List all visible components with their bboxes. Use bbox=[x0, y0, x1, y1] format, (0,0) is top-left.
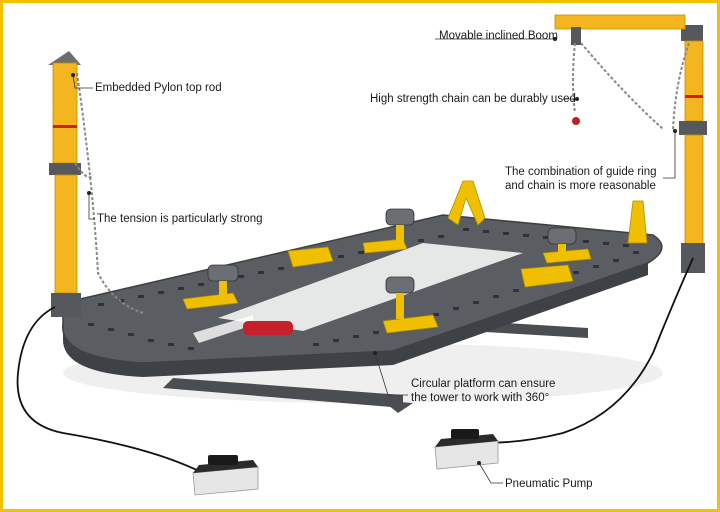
leader-lines bbox=[71, 37, 677, 484]
boom-arm bbox=[554, 14, 686, 45]
base-foot bbox=[383, 401, 413, 413]
hose-left bbox=[16, 306, 204, 474]
label-embedded-pylon: Embedded Pylon top rod bbox=[95, 82, 222, 94]
clamp-pad-right bbox=[520, 264, 574, 288]
label-guide-ring-line2: and chain is more reasonable bbox=[505, 180, 656, 192]
hydraulic-ram bbox=[243, 321, 293, 335]
base-leg-front bbox=[163, 378, 403, 408]
chain-hook bbox=[572, 117, 580, 125]
clamp-heads bbox=[207, 208, 577, 294]
chains bbox=[74, 42, 690, 314]
label-circular-platform-line2: the tower to work with 360° bbox=[411, 392, 550, 404]
platform-cutout-center bbox=[218, 243, 523, 331]
label-circular-platform-line1: Circular platform can ensure bbox=[411, 378, 556, 390]
clamp-pad-left bbox=[287, 246, 334, 268]
label-high-strength-chain: High strength chain can be durably used bbox=[370, 93, 576, 105]
frame-machine-drawing bbox=[16, 14, 707, 496]
clamp-base-3 bbox=[382, 314, 439, 334]
yellow-clamps bbox=[182, 180, 648, 334]
label-guide-ring: The combination of guide ring and chain … bbox=[505, 165, 675, 193]
label-tension: The tension is particularly strong bbox=[97, 213, 263, 225]
clamp-base-2 bbox=[362, 238, 408, 254]
right-tower bbox=[679, 25, 707, 273]
label-circular-platform: Circular platform can ensure the tower t… bbox=[411, 377, 571, 405]
clamp-posts bbox=[219, 225, 566, 319]
left-tower bbox=[48, 51, 81, 317]
platform-edge bbox=[62, 263, 648, 377]
pneumatic-pump-right bbox=[434, 429, 499, 470]
label-pneumatic-pump: Pneumatic Pump bbox=[505, 478, 593, 490]
clamp-base-4 bbox=[542, 248, 592, 264]
platform-cutout-left bbox=[193, 315, 253, 343]
label-movable-boom: Movable inclined Boom bbox=[439, 30, 558, 42]
hose-right bbox=[482, 257, 694, 444]
a-frame-anchor bbox=[447, 180, 486, 226]
pneumatic-pump-left bbox=[192, 455, 259, 496]
side-anchor bbox=[627, 200, 648, 244]
label-guide-ring-line1: The combination of guide ring bbox=[505, 166, 657, 178]
